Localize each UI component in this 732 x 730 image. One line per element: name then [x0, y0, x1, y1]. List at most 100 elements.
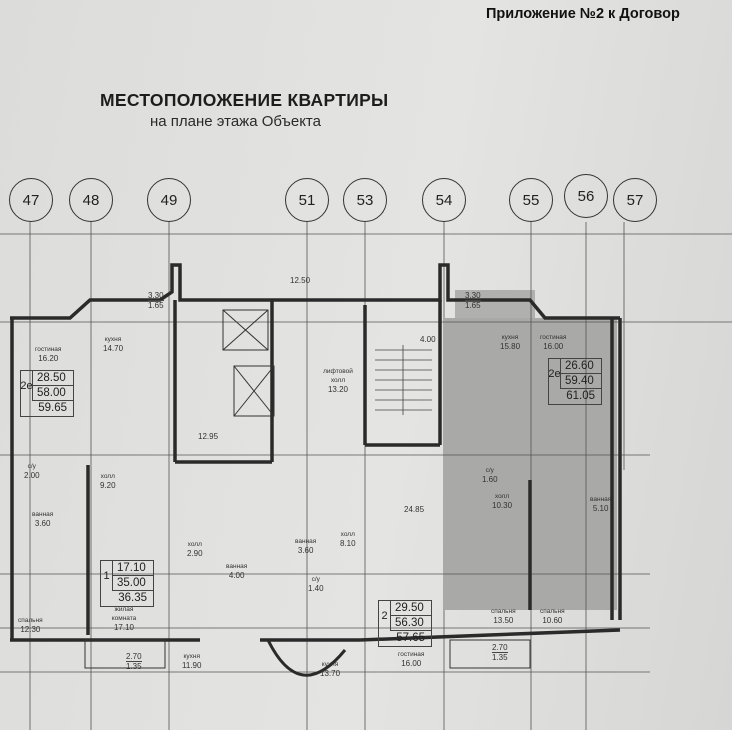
- staircase: [375, 345, 432, 415]
- room-area: 13.70: [320, 669, 341, 678]
- balcony-top: 2.70: [126, 652, 142, 661]
- balcony-outlines: [84, 639, 531, 669]
- room-area: 12.95: [198, 432, 219, 441]
- room-area: 3.60: [297, 546, 314, 555]
- living-area: 29.50: [391, 601, 431, 616]
- room-area: 15.80: [500, 342, 521, 351]
- balcony-bottom: 1.35: [126, 661, 142, 671]
- room-name: спальня: [18, 617, 43, 624]
- axis-marker-55: 55: [509, 178, 553, 222]
- total-area-with-balcony: 57.65: [396, 632, 425, 644]
- room-area: 17.10: [113, 623, 135, 632]
- room-area: 16.20: [38, 354, 59, 363]
- axis-marker-53: 53: [343, 178, 387, 222]
- axis-marker-57: 57: [613, 178, 657, 222]
- room-area: 10.30: [492, 501, 513, 510]
- apartment-type: 2е: [20, 371, 33, 401]
- room-name: жилая комната: [111, 606, 137, 622]
- room-name: холл: [340, 531, 355, 538]
- room-area: 1.60: [482, 475, 498, 484]
- axis-marker-54: 54: [422, 178, 466, 222]
- total-area-with-balcony: 61.05: [566, 390, 595, 402]
- room-area: 16.00: [543, 342, 564, 351]
- room-area: 10.60: [542, 616, 563, 625]
- total-area-with-balcony: 36.35: [118, 592, 147, 604]
- room-area: 4.00: [228, 571, 245, 580]
- room-name: с/у: [485, 467, 494, 474]
- room-area: 13.20: [327, 385, 349, 394]
- room-name: ванная: [32, 511, 54, 518]
- balcony-top: 2.70: [492, 643, 508, 652]
- room-area: 5.10: [592, 504, 609, 513]
- axis-marker-56: 56: [564, 174, 608, 218]
- apartment-type: 2е: [548, 359, 561, 389]
- room-area: 9.20: [100, 481, 116, 490]
- living-area: 28.50: [33, 371, 73, 386]
- balcony-top: 3.30: [465, 291, 481, 300]
- room-name: ванная: [226, 563, 248, 570]
- room-name: с/у: [311, 576, 320, 583]
- room-area: 4.00: [420, 335, 436, 344]
- room-name: кухня: [183, 653, 200, 660]
- room-name: лифтовой холл: [323, 368, 353, 384]
- room-name: кухня: [501, 334, 519, 341]
- axis-marker-47: 47: [9, 178, 53, 222]
- balcony-bottom: 1.65: [148, 300, 164, 310]
- balcony-bottom: 1.35: [492, 652, 508, 662]
- room-label: 12.95: [198, 432, 218, 441]
- room-name: гостиная: [35, 346, 62, 353]
- total-area: 56.30: [391, 616, 431, 631]
- room-name: спальня: [540, 608, 565, 615]
- room-name: ванная: [295, 538, 317, 545]
- room-name: гостиная: [398, 651, 425, 658]
- room-label: 4.00: [420, 335, 436, 344]
- room-area: 13.50: [493, 616, 514, 625]
- room-area: 11.90: [182, 661, 202, 670]
- living-area: 26.60: [561, 359, 601, 374]
- apartment-type: 1: [101, 561, 113, 591]
- room-name: с/у: [27, 463, 36, 470]
- room-name: спальня: [491, 608, 516, 615]
- room-name: ванная: [590, 496, 612, 503]
- room-area: 12.50: [290, 276, 311, 285]
- total-area-with-balcony: 59.65: [38, 402, 67, 414]
- room-area: 14.70: [103, 344, 124, 353]
- room-name: кухня: [104, 336, 122, 343]
- page-subtitle: на плане этажа Объекта: [150, 113, 321, 130]
- axis-marker-49: 49: [147, 178, 191, 222]
- room-area: 1.40: [308, 584, 324, 593]
- highlighted-balcony: [455, 290, 535, 318]
- total-area: 58.00: [33, 386, 73, 401]
- room-area: 2.00: [24, 471, 40, 480]
- balcony-top: 3.30: [148, 291, 164, 300]
- room-area: 2.90: [187, 549, 203, 558]
- room-name: гостиная: [540, 334, 567, 341]
- apartment-type: 2: [379, 601, 391, 631]
